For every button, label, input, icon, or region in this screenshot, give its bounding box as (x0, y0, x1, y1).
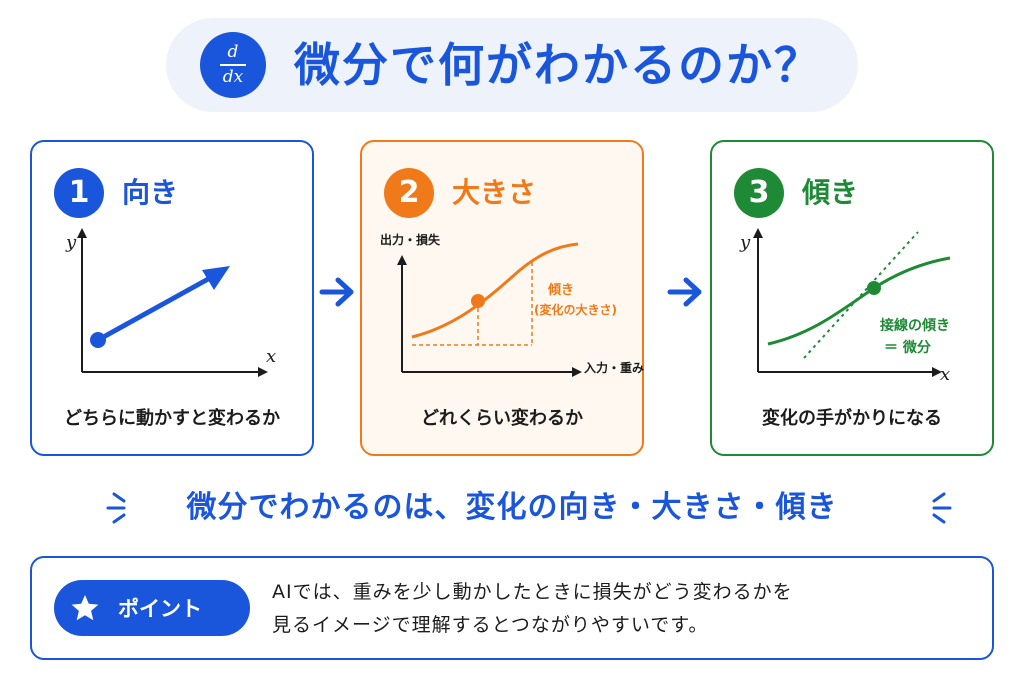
card-caption: 変化の手がかりになる (762, 408, 942, 429)
y-axis-arrowhead-icon (753, 228, 763, 238)
start-point (90, 332, 106, 348)
point-box: ポイント AIでは、重みを少し動かしたときに損失がどう変わるかを 見るイメージで… (30, 556, 994, 660)
x-axis-arrowhead-icon (932, 367, 942, 377)
card-title: 向き (122, 176, 179, 209)
spark-right-icon (932, 492, 952, 524)
x-axis-label: 入力・重み (584, 360, 644, 375)
star-icon (71, 595, 99, 621)
page-title: 微分で何がわかるのか？ (294, 38, 822, 92)
card-title: 大きさ (452, 176, 537, 209)
fraction-bar (220, 64, 246, 66)
badge-denominator: dx (222, 67, 244, 87)
spark-left-icon (106, 492, 126, 524)
direction-arrow-shaft (95, 275, 213, 343)
point-line-2: 見るイメージで理解するとつながりやすいです。 (272, 614, 709, 636)
card-caption: どちらに動かすと変わるか (64, 408, 280, 429)
y-axis-arrowhead-icon (77, 228, 87, 238)
summary-text: 微分でわかるのは、変化の向き・大きさ・傾き (186, 490, 838, 525)
y-axis-arrowhead-icon (397, 255, 407, 265)
derivative-badge-icon: d dx (200, 32, 266, 98)
tangent-annotation: 接線の傾き (880, 317, 950, 334)
slope-annotation-detail: (変化の大きさ) (534, 302, 617, 317)
point-label-pill: ポイント (54, 580, 250, 636)
summary-line: 微分でわかるのは、変化の向き・大きさ・傾き (0, 480, 1024, 536)
tangent-line (803, 231, 919, 359)
card-direction: 1 向き y x どちらに動かすと変わるか (30, 140, 314, 456)
flow-arrow-icon (667, 277, 702, 307)
x-axis-arrowhead-icon (572, 367, 582, 377)
point-label: ポイント (118, 597, 202, 621)
point-text: AIでは、重みを少し動かしたときに損失がどう変わるかを 見るイメージで理解すると… (272, 576, 793, 642)
x-axis-arrowhead-icon (258, 367, 268, 377)
direction-arrowhead-icon (202, 266, 230, 290)
card-number: 3 (734, 168, 784, 218)
curve-point (471, 294, 485, 308)
flow-arrow-icon (319, 277, 354, 307)
badge-numerator: d (227, 42, 239, 62)
x-axis-label: x (940, 364, 950, 385)
card-slope: 3 傾き y x 接線の傾き ＝ 微分 変化の手がかりになる (710, 140, 994, 456)
y-axis-label: y (65, 232, 77, 253)
card-caption: どれくらい変わるか (421, 408, 583, 429)
title-banner (166, 18, 858, 112)
x-axis-label: x (266, 346, 276, 367)
card-magnitude: 2 大きさ 出力・損失 入力・重み 傾き (変化の大きさ) どれくらい変わるか (360, 140, 644, 456)
direction-graph: y x (65, 228, 276, 377)
slope-annotation: 傾き (547, 282, 574, 298)
y-axis-label: 出力・損失 (380, 232, 441, 247)
y-axis-label: y (739, 232, 751, 253)
loss-curve (411, 242, 579, 339)
card-number: 2 (384, 168, 434, 218)
tangent-point (867, 281, 881, 295)
card-title: 傾き (802, 176, 859, 209)
magnitude-graph: 出力・損失 入力・重み 傾き (変化の大きさ) (380, 232, 644, 377)
card-number: 1 (54, 168, 104, 218)
point-line-1: AIでは、重みを少し動かしたときに損失がどう変わるかを (272, 581, 793, 603)
tangent-graph: y x 接線の傾き ＝ 微分 (739, 228, 951, 385)
tangent-annotation-detail: ＝ 微分 (884, 339, 931, 356)
